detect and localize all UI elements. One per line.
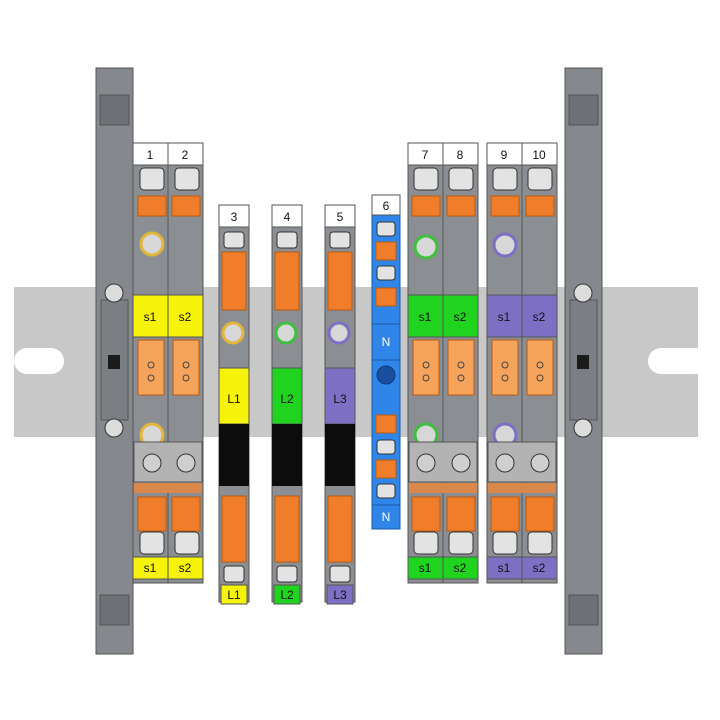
terminal-6-upper-marker: N <box>382 335 391 349</box>
terminal-4-center-marker: L2 <box>280 392 294 406</box>
spring-clamp-orange <box>171 496 201 532</box>
terminal-4-bottom-marker: L2 <box>280 588 294 602</box>
terminal-1-number: 1 <box>147 148 154 162</box>
clamp-screw <box>139 167 200 191</box>
terminal-3-number: 3 <box>231 210 238 224</box>
din-rail-slot-right <box>648 348 708 374</box>
terminal-2-bottom-marker: s2 <box>179 561 192 575</box>
end-clamp-left-screw-top <box>104 283 124 303</box>
terminal-6-number: 6 <box>383 199 390 213</box>
bridge-screw <box>142 453 162 473</box>
test-socket-yellow <box>139 231 165 257</box>
din-rail-slot-left <box>14 348 64 374</box>
end-clamp-right-screw-top <box>573 283 593 303</box>
phase-terminal-l2: L2 L2 <box>271 225 303 605</box>
terminal-9-number: 9 <box>501 148 508 162</box>
spring-clamp-orange <box>171 195 201 217</box>
end-clamp-left <box>95 67 134 655</box>
fuse-module-violet: s1 s2 s1 s2 <box>486 162 558 584</box>
terminal-10-top-marker: s2 <box>533 310 546 324</box>
terminal-7-top-marker: s1 <box>419 310 432 324</box>
terminal-9-bottom-marker: s1 <box>498 561 511 575</box>
terminal-8-number: 8 <box>457 148 464 162</box>
terminal-2-number: 2 <box>182 148 189 162</box>
terminal-3-bottom-marker: L1 <box>227 588 241 602</box>
terminal-10-number: 10 <box>532 148 546 162</box>
end-clamp-right-screw-bottom <box>573 418 593 438</box>
terminal-5-number: 5 <box>337 210 344 224</box>
terminal-10-bottom-marker: s2 <box>533 561 546 575</box>
phase-terminal-l1: L1 L1 <box>218 225 250 605</box>
end-clamp-right <box>564 67 603 655</box>
end-clamp-left-screw-bottom <box>104 418 124 438</box>
terminal-6-lower-marker: N <box>382 510 391 524</box>
terminal-1-bottom-marker: s1 <box>144 561 157 575</box>
spring-clamp-orange <box>137 496 167 532</box>
terminal-8-bottom-marker: s2 <box>454 561 467 575</box>
fuse-module-left: s1 s2 s1 s2 <box>132 162 204 584</box>
terminal-5-center-marker: L3 <box>333 392 347 406</box>
neutral-terminal: N N <box>371 213 401 530</box>
terminal-3-center-marker: L1 <box>227 392 241 406</box>
terminal-7-number: 7 <box>422 148 429 162</box>
test-socket-green <box>413 234 439 260</box>
terminal-4-number: 4 <box>284 210 291 224</box>
terminal-8-top-marker: s2 <box>454 310 467 324</box>
terminal-1-top-marker: s1 <box>144 310 157 324</box>
phase-terminal-l3: L3 L3 <box>324 225 356 605</box>
fuse-module-green: s1 s2 s1 s2 <box>407 162 479 584</box>
spring-clamp-orange <box>137 195 167 217</box>
bridge-screw <box>176 453 196 473</box>
terminal-2-top-marker: s2 <box>179 310 192 324</box>
test-socket-violet <box>492 232 518 258</box>
terminal-7-bottom-marker: s1 <box>419 561 432 575</box>
terminal-9-top-marker: s1 <box>498 310 511 324</box>
terminal-5-bottom-marker: L3 <box>333 588 347 602</box>
